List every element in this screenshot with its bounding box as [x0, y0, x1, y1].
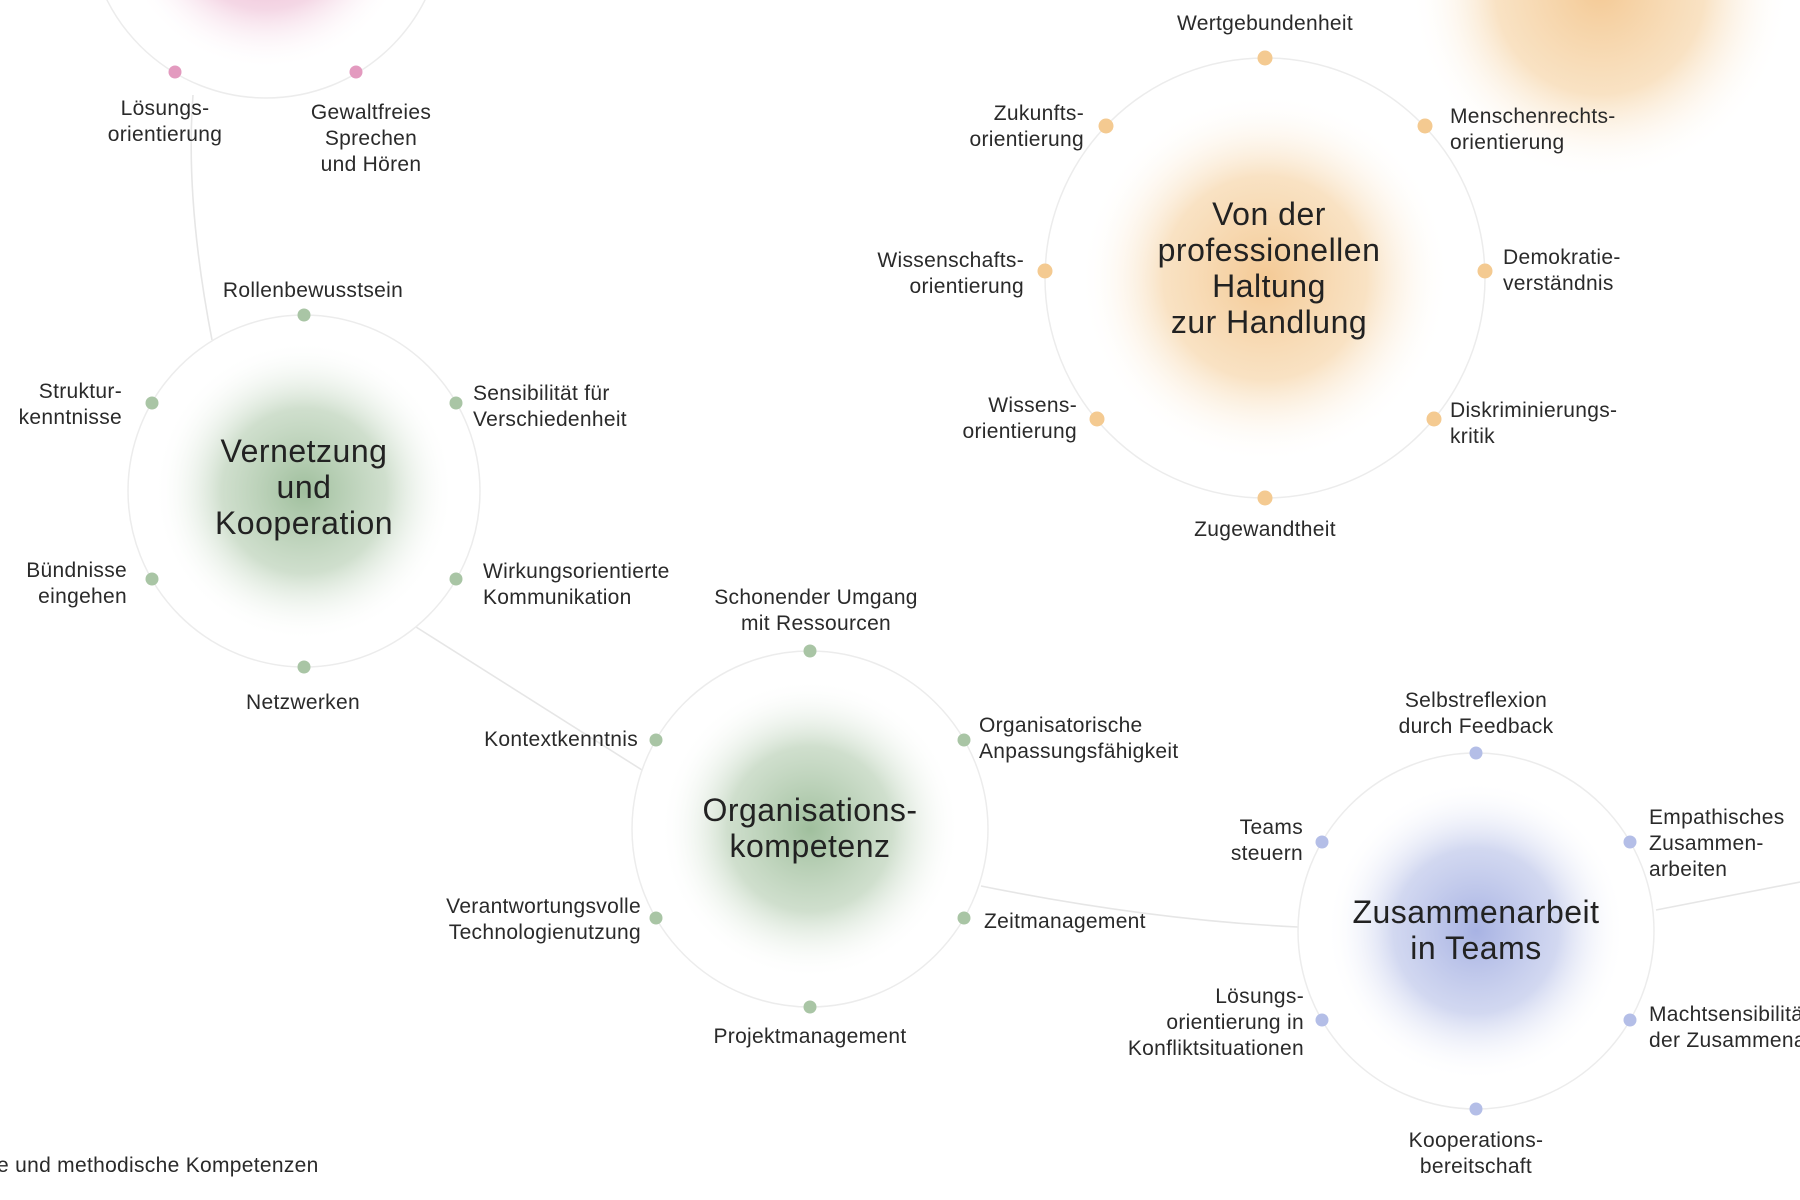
- node-label: Teams steuern: [1230, 816, 1303, 865]
- dot: [168, 65, 182, 79]
- node-label: Wirkungsorientierte Kommunikation: [483, 560, 670, 609]
- dot: [649, 733, 663, 747]
- node-label: Demokratie- verständnis: [1503, 246, 1621, 295]
- node-label: Zeitmanagement: [984, 910, 1146, 933]
- node-label: Empathisches Zusammen- arbeiten: [1649, 806, 1785, 881]
- glow-orange-topright: [1410, 0, 1790, 180]
- connector-line: [415, 626, 643, 771]
- node-label: Selbstreflexion durch Feedback: [1398, 689, 1554, 738]
- node-label: Wissenschafts- orientierung: [877, 249, 1024, 298]
- node-label: Bündnisse eingehen: [26, 559, 127, 608]
- dot: [803, 1000, 817, 1014]
- dot: [1469, 1102, 1483, 1116]
- cluster-title-haltung: Von der professionellen Haltung zur Hand…: [1157, 196, 1381, 340]
- dot: [1089, 411, 1105, 427]
- node-label: Sensibilität für Verschiedenheit: [473, 382, 627, 431]
- glow-teams: [1326, 781, 1626, 1081]
- cluster-title-teams: Zusammenarbeit in Teams: [1352, 894, 1600, 966]
- dot: [803, 644, 817, 658]
- dot: [957, 911, 971, 925]
- glow-organisation: [660, 679, 960, 979]
- dot: [957, 733, 971, 747]
- dot: [1037, 263, 1053, 279]
- dot: [1257, 50, 1273, 66]
- glow-pink: [139, 0, 393, 70]
- glow-vernetzung: [154, 341, 454, 641]
- dot: [449, 572, 463, 586]
- node-label: Rollenbewusstsein: [222, 279, 404, 302]
- dot: [1477, 263, 1493, 279]
- node-label: Schonender Umgang mit Ressourcen: [714, 586, 918, 635]
- node-label: Netzwerken: [246, 691, 360, 714]
- dot: [649, 911, 663, 925]
- dot: [1623, 1013, 1637, 1027]
- dot: [1623, 835, 1637, 849]
- node-label: Wissens- orientierung: [962, 394, 1077, 443]
- node-label: Struktur- kenntnisse: [18, 380, 122, 429]
- node-label: Menschenrechts- orientierung: [1450, 105, 1616, 154]
- connector-line: [980, 885, 1299, 928]
- node-label: Organisatorische Anpassungsfähigkeit: [979, 714, 1179, 763]
- dot: [1257, 490, 1273, 506]
- dot: [1426, 411, 1442, 427]
- connector-line: [1655, 881, 1800, 911]
- dot: [449, 396, 463, 410]
- node-label: Wertgebundenheit: [1176, 12, 1354, 35]
- dot: [145, 572, 159, 586]
- dot: [1469, 746, 1483, 760]
- dot: [1417, 118, 1433, 134]
- dot: [1098, 118, 1114, 134]
- node-label: Gewaltfreies Sprechen und Hören: [310, 101, 432, 176]
- dot: [297, 308, 311, 322]
- dot: [349, 65, 363, 79]
- connector-lines: [190, 94, 1800, 928]
- node-label: Zukunfts- orientierung: [969, 102, 1084, 151]
- connector-line: [190, 94, 213, 341]
- dot: [297, 660, 311, 674]
- node-label: Lösungs- orientierung in Konfliktsituati…: [1127, 985, 1304, 1060]
- node-label: Diskriminierungs- kritik: [1450, 399, 1618, 448]
- cluster-title-vernetzung: Vernetzung und Kooperation: [214, 433, 394, 541]
- dot: [1315, 835, 1329, 849]
- cluster-title-organisation: Organisations- kompetenz: [702, 792, 918, 864]
- node-label: Kontextkenntnis: [484, 728, 638, 751]
- node-label: Machtsensibilität in der Zusammenarbeit: [1649, 1003, 1800, 1052]
- glow-haltung: [1080, 93, 1450, 463]
- node-label: Projektmanagement: [713, 1025, 907, 1048]
- dot: [1315, 1013, 1329, 1027]
- dot: [145, 396, 159, 410]
- node-label: Verantwortungsvolle Technologienutzung: [446, 895, 641, 944]
- ring-pink: [106, 0, 426, 99]
- node-label: Lösungs- orientierung: [107, 97, 223, 146]
- node-label: Kooperations- bereitschaft: [1408, 1129, 1544, 1178]
- category-label: e und methodische Kompetenzen: [0, 1154, 319, 1177]
- node-label: Zugewandtheit: [1194, 518, 1336, 541]
